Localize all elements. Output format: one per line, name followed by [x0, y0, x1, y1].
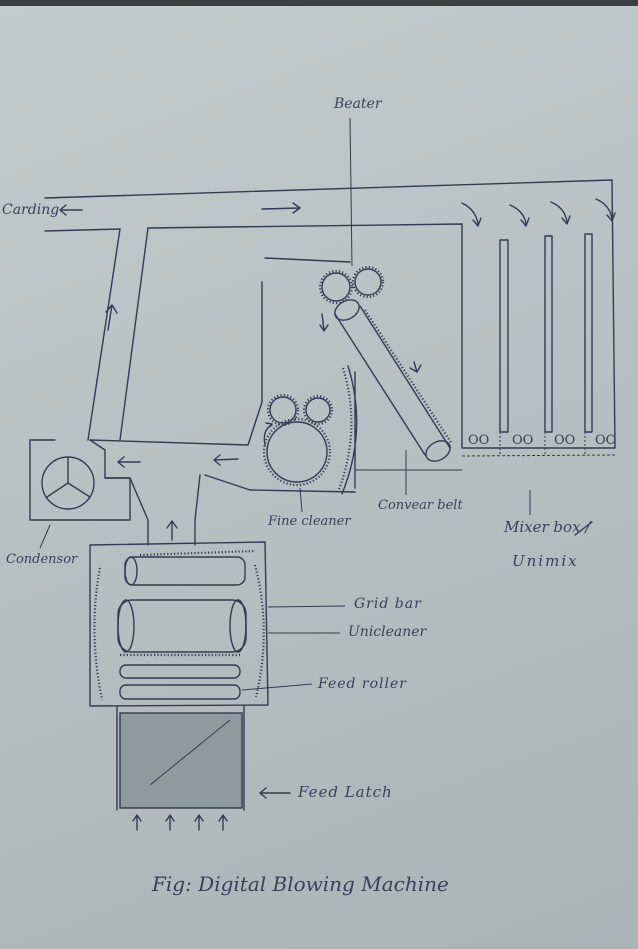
mixer-roller: OO	[468, 433, 490, 448]
left-arrow	[117, 456, 141, 468]
up-arrow	[166, 520, 178, 541]
unicleaner-cylinder	[117, 599, 247, 653]
beater-pointer-line	[349, 117, 353, 267]
beater	[318, 265, 385, 332]
condenser	[29, 439, 196, 549]
mixer-roller: OO	[512, 433, 534, 448]
feed-arrow	[165, 814, 175, 831]
mixer-partition	[544, 235, 553, 433]
conveyor-belt	[334, 299, 453, 495]
beater-roller	[321, 272, 351, 302]
fine-cleaner-roller	[305, 397, 331, 423]
mixer-roller: OO	[595, 433, 617, 448]
label-unimix: Unimix	[512, 552, 579, 570]
unicleaner-roller	[119, 664, 241, 679]
condenser-drum	[41, 456, 95, 510]
fine-cleaner-housing	[29, 227, 351, 446]
label-feed-roller: Feed roller	[318, 676, 407, 692]
feed-arrow	[132, 814, 142, 831]
fine-cleaner-outlet	[194, 474, 356, 521]
unimix-slash	[574, 521, 593, 536]
mixer-arrows	[461, 198, 616, 227]
feed-roller-upper	[119, 684, 241, 700]
label-unicleaner: Unicleaner	[348, 624, 427, 640]
condenser-pointer	[39, 524, 51, 549]
feed-arrow	[194, 814, 204, 831]
feed-arrow	[218, 814, 228, 831]
label-mixer-box: Mixer box /	[504, 518, 591, 536]
carding-arrow	[59, 204, 83, 216]
unicleaner-housing	[89, 541, 269, 707]
mixer-box	[461, 198, 616, 457]
label-carding: Carding	[2, 202, 60, 218]
figure-caption: Fig: Digital Blowing Machine	[152, 872, 449, 896]
mixer-divider	[499, 432, 586, 456]
fine-cleaner	[29, 227, 358, 521]
mixer-partition	[584, 233, 593, 433]
mixer-roller: OO	[554, 433, 576, 448]
label-grid-bar: Grid bar	[354, 596, 422, 612]
mixer-partition	[499, 239, 509, 433]
duct-flow-arrow	[261, 202, 301, 214]
unicleaner	[89, 541, 346, 707]
up-arrow	[105, 304, 118, 331]
label-fine-cleaner: Fine cleaner	[268, 514, 351, 529]
beater-arrow	[319, 313, 329, 332]
label-condenser: Condensor	[6, 552, 78, 567]
left-arrow	[213, 454, 239, 466]
label-beater: Beater	[334, 96, 382, 112]
top-duct	[44, 179, 616, 449]
mixer-bottom	[461, 454, 616, 457]
label-convear-belt: Convear belt	[378, 498, 463, 513]
condenser-duct	[104, 477, 196, 546]
feed-latch-arrow	[259, 787, 291, 799]
unicleaner-roller	[124, 556, 246, 586]
fine-cleaner-main-roller	[266, 421, 328, 483]
beater-roller	[354, 268, 382, 296]
feed-latch	[116, 705, 291, 831]
label-feed-latch: Feed Latch	[298, 783, 393, 801]
grid-bar-pointer	[267, 605, 346, 608]
fine-cleaner-pointer	[299, 487, 303, 513]
feed-roller-pointer	[241, 683, 313, 691]
